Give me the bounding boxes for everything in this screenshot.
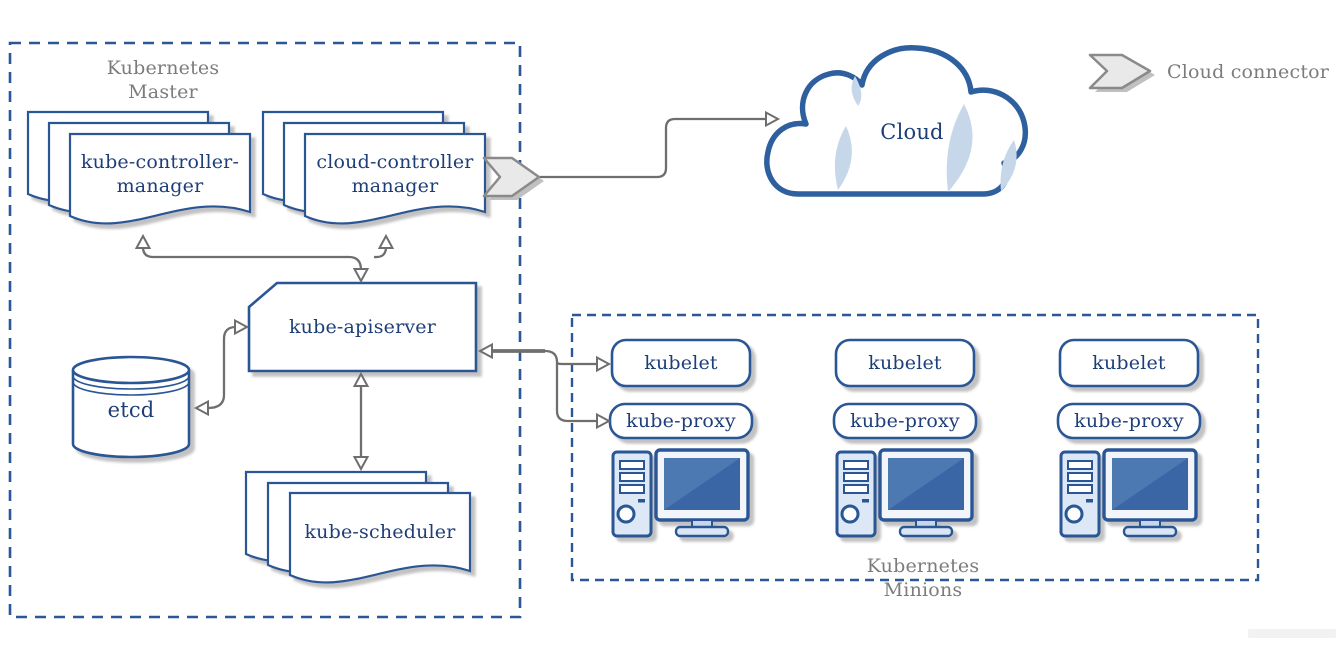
kube-proxy-label: kube-proxy: [850, 410, 960, 432]
arrow-heads: [134, 110, 781, 472]
kube-apiserver-box: [247, 281, 478, 373]
legend-cloud-connector-icon: [1088, 53, 1155, 92]
cloud-controller-manager-label: cloud-controller manager: [316, 151, 474, 197]
kube-proxy-label: kube-proxy: [626, 410, 736, 432]
arrow-controllers-to-apiserver: [141, 246, 363, 271]
watermark: [1248, 629, 1336, 638]
diagram-arrows: [141, 117, 766, 458]
arrow-trunk-elbow: [544, 349, 559, 363]
cloud-shine-sliver: [851, 76, 862, 106]
etcd-label: etcd: [107, 398, 155, 422]
kubernetes-minions-box: [570, 313, 1260, 582]
kubelet-label: kubelet: [868, 352, 942, 374]
cloud-icon: [764, 45, 1028, 197]
arrow-to-kube-proxy: [555, 362, 597, 423]
cloud-shine-sliver: [1000, 140, 1017, 191]
arrow-connector-to-cloud: [540, 117, 766, 179]
kube-controller-manager-label: kube-controller- manager: [80, 151, 240, 197]
kubernetes-master-box: [8, 41, 522, 619]
etcd-database-icon: [71, 355, 191, 459]
minions-box-title: Kubernetes Minions: [866, 555, 980, 601]
cloud-connector-icon: [482, 156, 544, 200]
cloud-shine-sliver: [946, 104, 973, 192]
arrow-to-kubelet: [555, 361, 597, 366]
kube-proxy-label: kube-proxy: [1074, 410, 1184, 432]
kube-scheduler-label: kube-scheduler: [304, 521, 456, 543]
cloud-shine-sliver: [834, 126, 852, 190]
kubelet-label: kubelet: [1092, 352, 1166, 374]
master-box-title: Kubernetes Master: [106, 57, 220, 103]
kubelet-label: kubelet: [644, 352, 718, 374]
legend-cloud-connector-label: Cloud connector: [1167, 61, 1330, 83]
cloud-label: Cloud: [880, 120, 944, 144]
kube-apiserver-label: kube-apiserver: [288, 316, 437, 338]
arrow-apiserver-etcd: [207, 325, 237, 410]
